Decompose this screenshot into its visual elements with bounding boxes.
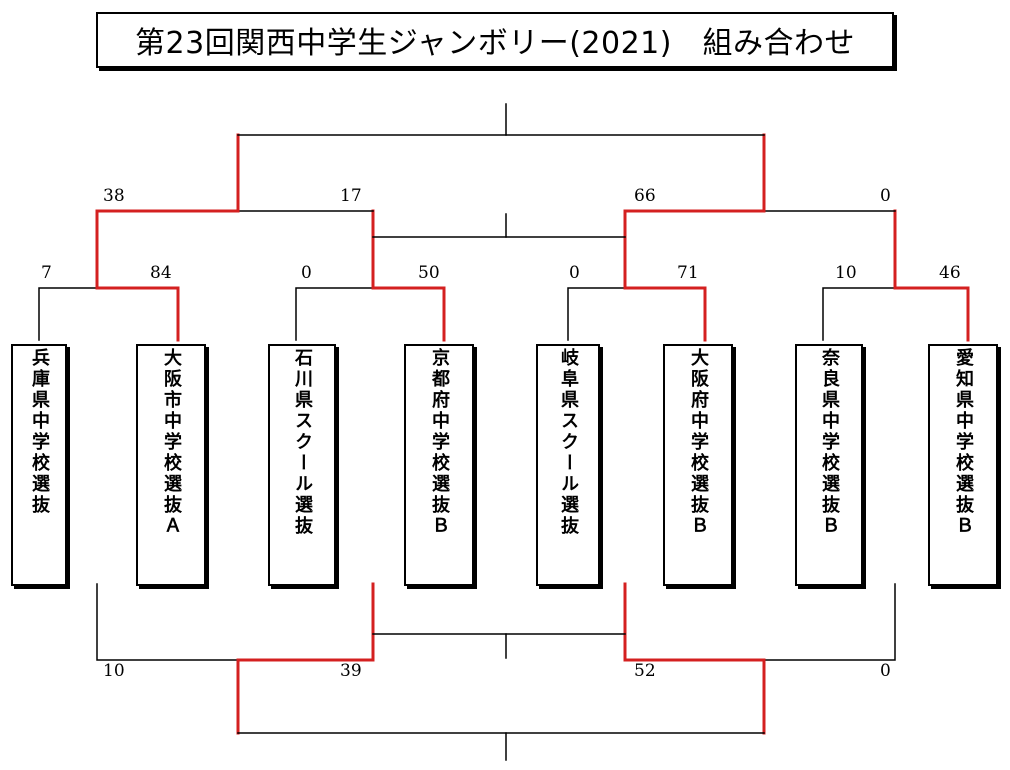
- bracket-line: [236, 582, 375, 662]
- team-box-kyoto-b: 京都府中学校選抜Ｂ: [404, 344, 474, 586]
- team-box-osaka-pref-b: 大阪府中学校選抜Ｂ: [663, 344, 733, 586]
- bracket-line: [623, 582, 766, 662]
- team-name: 大阪市中学校選抜Ａ: [161, 348, 182, 537]
- team-name: 奈良県中学校選抜Ｂ: [819, 348, 840, 537]
- score-label: 50: [418, 263, 440, 283]
- score-label: 10: [103, 661, 125, 681]
- team-box-aichi-b: 愛知県中学校選抜Ｂ: [928, 344, 998, 586]
- team-name: 岐阜県スクール選抜: [558, 348, 579, 537]
- score-label: 71: [677, 263, 699, 283]
- score-label: 39: [340, 661, 362, 681]
- bracket-line: [371, 286, 446, 342]
- score-label: 0: [301, 263, 312, 283]
- score-label: 84: [150, 263, 172, 283]
- page-title: 第23回関西中学生ジャンボリー(2021) 組み合わせ: [135, 26, 855, 61]
- bracket-line: [567, 287, 626, 341]
- team-name: 兵庫県中学校選抜: [29, 348, 50, 516]
- score-label: 38: [103, 186, 125, 206]
- title-box: 第23回関西中学生ジャンボリー(2021) 組み合わせ: [96, 12, 894, 68]
- bracket-line: [822, 287, 896, 341]
- score-label: 17: [340, 186, 362, 206]
- bracket-line: [893, 286, 970, 342]
- score-label: 0: [569, 263, 580, 283]
- score-label: 7: [41, 263, 52, 283]
- team-name: 石川県スクール選抜: [292, 348, 313, 537]
- score-label: 10: [835, 263, 857, 283]
- bracket-line: [38, 287, 98, 341]
- score-label: 0: [880, 661, 891, 681]
- bracket-line: [95, 286, 180, 342]
- score-label: 66: [634, 186, 656, 206]
- team-name: 愛知県中学校選抜Ｂ: [953, 348, 974, 537]
- score-label: 52: [634, 661, 656, 681]
- team-box-gifu: 岐阜県スクール選抜: [536, 344, 600, 586]
- team-box-osaka-city-a: 大阪市中学校選抜Ａ: [136, 344, 206, 586]
- bracket-line: [623, 286, 707, 342]
- score-label: 0: [880, 186, 891, 206]
- bracket-line: [96, 583, 239, 661]
- team-box-hyogo: 兵庫県中学校選抜: [11, 344, 67, 586]
- score-label: 46: [939, 263, 961, 283]
- bracket-line: [295, 287, 374, 341]
- team-name: 大阪府中学校選抜Ｂ: [688, 348, 709, 537]
- team-box-nara-b: 奈良県中学校選抜Ｂ: [795, 344, 863, 586]
- bracket-line: [763, 583, 896, 661]
- team-box-ishikawa: 石川県スクール選抜: [268, 344, 336, 586]
- team-name: 京都府中学校選抜Ｂ: [429, 348, 450, 537]
